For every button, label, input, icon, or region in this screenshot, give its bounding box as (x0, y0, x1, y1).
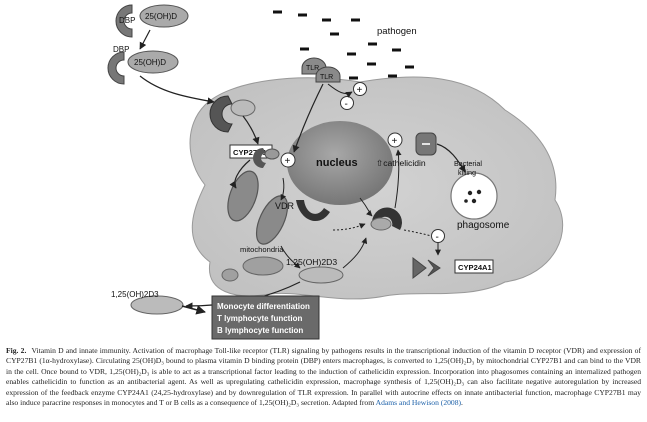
cyp24a1-enzyme-right (427, 259, 441, 277)
arrow-d125-to-vdr (342, 237, 368, 269)
plus-label-tlr: + (357, 85, 363, 96)
pathogen-particles (273, 10, 414, 80)
minus-label-tlr: - (345, 99, 348, 110)
plus-label-cyp27b1: + (285, 156, 291, 167)
plus-sign-cyp27b1 (280, 152, 296, 168)
d25-molecule-mid (127, 50, 179, 74)
plus-sign-tlr (353, 82, 367, 96)
mitochondrion-4 (221, 268, 239, 282)
cyp24a1-label: CYP24A1 (458, 263, 493, 272)
arrow-membrane-to-cyp27b1 (242, 115, 260, 145)
pathogen-particle (476, 189, 482, 195)
d25-molecule-top (139, 4, 189, 28)
arrow-cyp27b1-to-mito (229, 159, 251, 189)
cyp24a1-box (454, 259, 494, 274)
dbp-label-mid: DBP (113, 45, 129, 54)
figure-caption: Fig. 2. Vitamin D and innate immunity. A… (6, 346, 641, 408)
cyp24a1-enzyme-left (412, 256, 427, 280)
pathogen-particle (471, 198, 477, 204)
mitochondria-label: mitochondria (240, 245, 284, 254)
arrow-cathelicidin-to-phagosome (436, 143, 466, 173)
plus-label-cathelicidin: + (392, 136, 398, 147)
d125-label-outer: 1,25(OH)2D3 (111, 290, 159, 299)
plus-sign-cathelicidin (387, 132, 403, 148)
d25-on-cyp27b1 (264, 148, 280, 160)
d25-label-mid: 25(OH)D (134, 58, 166, 67)
tlr-receptor-2 (315, 66, 341, 83)
d125-label-inner: 1,25(OH)2D3 (286, 257, 337, 267)
minus-label-cyp24a1: - (436, 232, 439, 243)
arrow-d125-to-effects (181, 305, 206, 315)
arrow-dbp-down (139, 29, 151, 50)
effect-b-lymphocyte: B lymphocyte function (217, 326, 303, 335)
effect-t-lymphocyte: T lymphocyte function (217, 314, 302, 323)
arrow-vdr-down (280, 177, 287, 201)
caption-text: Vitamin D and innate immunity. Activatio… (6, 346, 641, 408)
dbp-protein-top (115, 4, 133, 38)
minus-sign-cyp24a1 (431, 229, 445, 243)
d25-label-top: 25(OH)D (145, 12, 177, 21)
tlr-label-1: TLR (306, 65, 319, 72)
arrow-tlr-to-cyp27b1 (292, 83, 324, 153)
arrow-complex-to-cathelicidin (394, 149, 402, 209)
cathelicidin-label: ⇧cathelicidin (376, 158, 426, 168)
cyp27b1-label: CYP27B1 (233, 148, 268, 157)
tlr-label-2: TLR (320, 74, 333, 81)
vdr-receptor (296, 200, 330, 222)
arrow-nucleus-to-complex (359, 197, 373, 217)
paracrine-effects-box (211, 295, 320, 340)
caption-end: . (461, 398, 463, 408)
effect-monocyte: Monocyte differentiation (217, 302, 310, 311)
arrow-vdr-to-complex (332, 223, 366, 231)
arrow-mito-to-d125 (280, 245, 301, 269)
phagosome-label: phagosome (457, 220, 510, 231)
d25-at-membrane (230, 99, 256, 117)
d125-bound-to-vdr (370, 217, 392, 231)
pathogen-particle (467, 190, 473, 196)
vdr-label: VDR (275, 201, 295, 211)
d125-molecule-outer (130, 295, 184, 315)
dbp-protein-mid (107, 51, 125, 85)
dbp-label-top: DBP (119, 16, 135, 25)
pathogen-label: pathogen (377, 26, 417, 37)
vdr-bound-complex (372, 207, 402, 230)
pathogen-particle (464, 199, 468, 203)
bacterial-killing-label: Bacterial killing (454, 159, 484, 177)
figure-number: Fig. 2. (6, 346, 27, 355)
caption-reference-link[interactable]: Adams and Hewison (2008) (375, 398, 462, 408)
d125-molecule-inner (298, 266, 344, 284)
nucleus (287, 121, 393, 205)
diagram-canvas: DBP 25(OH)D DBP 25(OH)D CYP27B1 + pathog… (107, 4, 564, 340)
nucleus-label: nucleus (316, 157, 358, 169)
cyp27b1-receptor (253, 148, 266, 168)
mitochondrion-3 (242, 256, 284, 276)
arrow-dbp-into-cell (139, 75, 215, 105)
phagosome (450, 172, 498, 220)
dbp-receptor-membrane (209, 95, 233, 133)
arrow-tlr-upregulation (327, 83, 353, 98)
vitamin-d-immunity-diagram: DBP 25(OH)D DBP 25(OH)D CYP27B1 + pathog… (107, 4, 564, 340)
